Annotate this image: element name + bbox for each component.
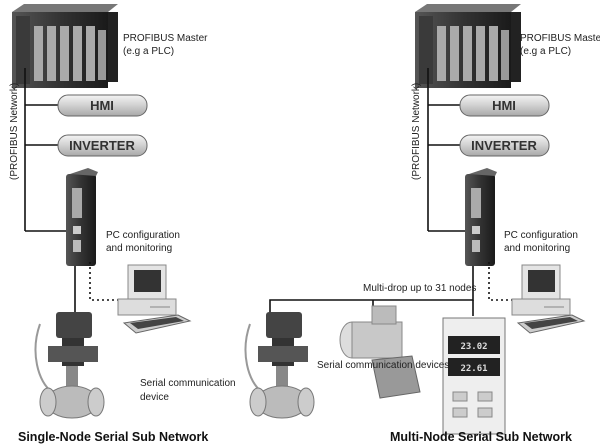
plc-master-image <box>415 4 521 88</box>
inverter-node <box>459 134 550 157</box>
multidrop-label: Multi-drop up to 31 nodes <box>363 283 476 294</box>
single-node-title: Single-Node Serial Sub Network <box>18 430 208 444</box>
master-sublabel: (e.g a PLC) <box>123 46 174 57</box>
valve-device-image <box>34 311 105 419</box>
pc-image <box>117 264 191 334</box>
motor-device-image <box>339 305 421 399</box>
hmi-label: HMI <box>90 98 114 113</box>
controller-display-1: 23.02 <box>460 342 487 352</box>
device-sublabel: device <box>140 392 169 403</box>
pc-dotted-link <box>488 262 515 301</box>
master-sublabel: (e.g a PLC) <box>520 46 571 57</box>
hmi-node <box>459 94 550 117</box>
controller-display-2: 22.61 <box>460 364 487 374</box>
multi-node-diagram: HMI INVERTER PROFIBUS Master (e.g a PLC)… <box>244 4 600 444</box>
pc-image <box>511 264 585 334</box>
inverter-label: INVERTER <box>471 138 537 153</box>
hmi-node <box>57 94 148 117</box>
pc-config-label: PC configuration <box>106 230 180 241</box>
network-label: (PROFIBUS Network) <box>411 83 422 180</box>
device-label: Serial communication <box>140 378 236 389</box>
pc-dotted-link <box>89 262 120 301</box>
master-label: PROFIBUS Master <box>520 33 600 44</box>
inverter-label: INVERTER <box>69 138 135 153</box>
plc-master-image <box>12 4 118 88</box>
single-node-diagram: HMI INVERTER PROFIBUS Master (e.g a PLC)… <box>9 4 236 444</box>
multidrop-bus-line <box>269 266 474 318</box>
gateway-image <box>465 168 497 266</box>
gateway-image <box>66 168 98 266</box>
hmi-label: HMI <box>492 98 516 113</box>
valve-device-image <box>244 311 315 419</box>
devices-label: Serial communication devices <box>317 360 449 371</box>
pc-config-label: PC configuration <box>504 230 578 241</box>
pc-config-sublabel: and monitoring <box>106 243 172 254</box>
network-label: (PROFIBUS Network) <box>9 83 20 180</box>
multi-node-title: Multi-Node Serial Sub Network <box>390 430 572 444</box>
inverter-node <box>57 134 148 157</box>
pc-config-sublabel: and monitoring <box>504 243 570 254</box>
controller-device-image: 23.02 22.61 <box>442 317 506 435</box>
master-label: PROFIBUS Master <box>123 33 208 44</box>
